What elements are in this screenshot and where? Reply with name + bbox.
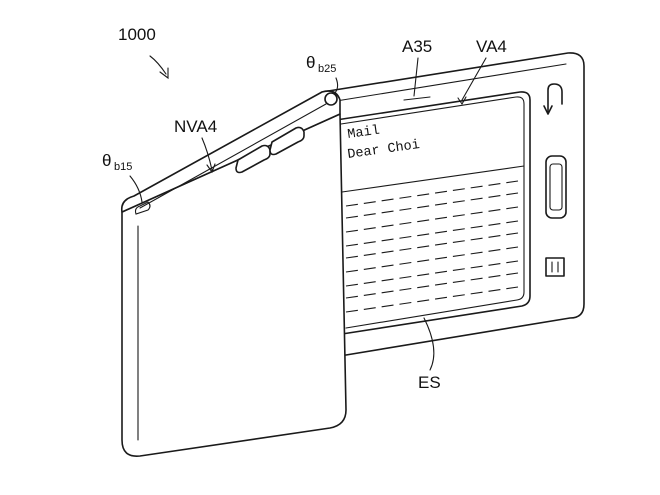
right-panel-controls <box>543 83 567 277</box>
nva4-label: NVA4 <box>174 117 217 136</box>
theta-b25-sub: b25 <box>318 63 336 75</box>
screen-separator <box>341 165 525 193</box>
label-nva4: NVA4 <box>174 117 217 174</box>
es-leader <box>423 317 435 371</box>
right-panel <box>321 52 585 357</box>
va4-label: VA4 <box>476 37 507 56</box>
es-label: ES <box>418 373 441 392</box>
label-a35: A35 <box>402 37 432 101</box>
a35-label: A35 <box>402 37 432 56</box>
label-va4: VA4 <box>457 37 507 106</box>
dashed-line <box>345 206 519 233</box>
label-theta-b15: θ b15 <box>102 151 143 203</box>
ref-arrowhead <box>159 67 169 80</box>
side-button-1 <box>235 144 271 174</box>
left-panel-slot-end <box>134 201 151 215</box>
menu-icon-bars <box>551 261 559 273</box>
menu-icon <box>545 257 565 277</box>
right-panel-top-edge <box>329 63 567 103</box>
ref-arrow <box>149 55 167 75</box>
back-arrow-head <box>543 105 553 115</box>
dashed-line <box>345 232 519 259</box>
nva4-leader <box>201 137 213 171</box>
label-es: ES <box>418 317 441 392</box>
dashed-line <box>345 286 519 313</box>
left-panel-slot-outer <box>139 103 327 209</box>
screen-text-mail: Mail <box>347 124 381 143</box>
back-arrow-icon <box>547 83 563 113</box>
dashed-line <box>345 180 519 207</box>
nva4-arrowhead <box>206 163 216 174</box>
theta-b15-leader <box>129 175 143 203</box>
theta-b15-symbol: θ <box>102 151 111 170</box>
theta-b25-symbol: θ <box>306 53 315 72</box>
side-button-2 <box>269 126 305 156</box>
dashed-line <box>345 246 519 273</box>
left-panel-front-face <box>121 113 347 457</box>
va4-arrowhead <box>457 96 467 106</box>
dashed-line <box>345 192 519 219</box>
dashed-line <box>345 260 519 287</box>
theta-b15-sub: b15 <box>114 161 132 173</box>
home-button-icon <box>545 155 567 219</box>
left-panel-top-edge <box>120 90 341 213</box>
a35-marker <box>403 96 431 101</box>
dashed-line <box>345 220 519 247</box>
screen-area-es: Mail Dear Choi <box>341 124 525 313</box>
left-panel <box>120 90 347 457</box>
home-button-inner <box>549 163 563 211</box>
label-theta-b25: θ b25 <box>306 53 339 95</box>
display-frame <box>335 91 531 335</box>
display-inner-frame <box>340 96 525 329</box>
va4-leader <box>461 57 487 101</box>
screen-dashed-lines <box>345 180 519 313</box>
theta-b25-leader <box>333 77 339 95</box>
ref-label-1000: 1000 <box>118 25 156 44</box>
dashed-line <box>345 272 519 299</box>
hinge-circle <box>324 92 338 106</box>
a35-leader <box>413 57 419 97</box>
